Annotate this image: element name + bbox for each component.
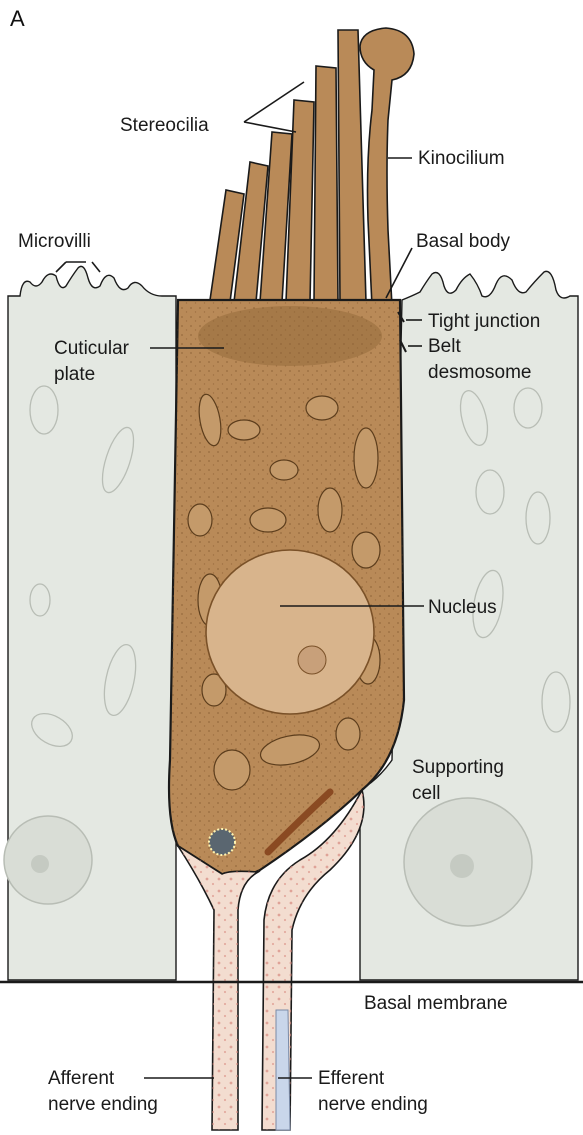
label-supporting-cell-2: cell [412,783,441,804]
afferent-vesicles [178,846,258,1130]
stereocilia-bundle [210,30,366,302]
label-cuticular-plate-2: plate [54,364,95,385]
label-belt-desmosome-2: desmosome [428,362,532,383]
nucleus [206,550,374,714]
label-nucleus: Nucleus [428,597,497,618]
label-belt-desmosome-1: Belt [428,336,461,357]
panel-letter: A [10,6,25,31]
label-cuticular-plate-1: Cuticular [54,338,130,359]
label-tight-junction: Tight junction [428,311,540,332]
label-afferent-2: nerve ending [48,1094,158,1115]
label-efferent-1: Efferent [318,1068,385,1089]
label-efferent-2: nerve ending [318,1094,428,1115]
cuticular-plate [198,306,382,366]
synaptic-body [209,829,235,855]
kinocilium [360,28,414,306]
label-basal-body: Basal body [416,231,511,252]
label-kinocilium: Kinocilium [418,148,505,169]
label-supporting-cell-1: Supporting [412,757,504,778]
label-afferent-1: Afferent [48,1068,115,1089]
label-basal-membrane: Basal membrane [364,993,508,1014]
label-stereocilia: Stereocilia [120,115,209,136]
efferent-fiber [276,1010,290,1130]
label-microvilli: Microvilli [18,231,91,252]
